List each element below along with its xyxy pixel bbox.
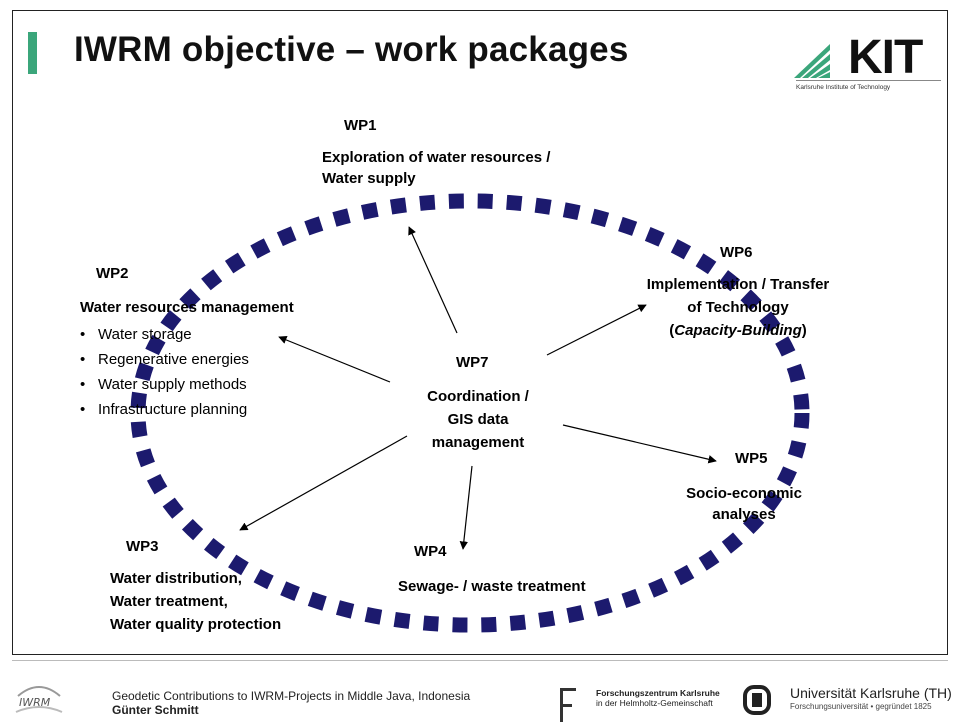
footer-divider [12,660,948,661]
wp6-capacity-building: (Capacity-Building) [669,322,807,339]
wp4-label: WP4 [414,543,447,560]
wp6-title-line1: Implementation / Transfer [646,276,830,293]
arrow-to-wp2 [278,335,391,383]
arrow-to-wp1 [408,226,458,334]
svg-text:IWRM: IWRM [19,696,51,709]
iwrm-logo-icon: IWRM [15,686,63,713]
wp6-capacity-text: Capacity-Building [674,322,802,339]
wp2-label: WP2 [96,265,129,282]
wp1-title-line1: Exploration of water resources / [322,149,551,166]
kit-logo-icon [794,44,830,78]
kit-logo-subtitle: Karlsruhe Institute of Technology [796,84,891,91]
wp7-title-line1: Coordination / [427,388,529,405]
arrow-to-wp4 [459,465,473,550]
wp2-bullet: Water supply methods [80,372,249,397]
title-accent-bar [28,32,37,74]
wp6-label: WP6 [720,244,753,261]
arrow-to-wp3 [239,435,408,531]
kit-logo-rule [796,80,941,81]
wp3-title-line2: Water treatment, [110,593,228,610]
wp2-bullet-list: Water storage Regenerative energies Wate… [80,322,249,422]
arrow-to-wp6 [546,304,647,356]
university-subtitle: Forschungsuniversität • gegründet 1825 [790,702,932,711]
wp7-title-line2: GIS data [447,411,509,428]
university-text: Universität Karlsruhe (TH) Forschungsuni… [790,684,952,712]
university-seal-icon [743,685,771,715]
footer-project-info: Geodetic Contributions to IWRM-Projects … [112,689,470,717]
dashed-ellipse [130,193,810,633]
wp2-bullet: Water storage [80,322,249,347]
arrow-to-wp5 [562,424,717,464]
wp7-title-line3: management [431,434,525,451]
wp2-bullet: Regenerative energies [80,347,249,372]
wp2-bullet: Infrastructure planning [80,397,249,422]
wp5-title-line1: Socio-economic [686,485,802,502]
footer-project-line: Geodetic Contributions to IWRM-Projects … [112,689,471,703]
slide-title: IWRM objective – work packages [74,30,629,69]
wp1-label: WP1 [344,117,377,134]
wp1-title-line2: Water supply [322,170,416,187]
wp2-heading: Water resources management [80,299,294,316]
wp4-title: Sewage- / waste treatment [398,578,586,595]
wp7-label: WP7 [456,354,489,371]
wp6-title-line2: of Technology [687,299,789,316]
wp5-title-line2: analyses [712,506,776,523]
wp3-title-line3: Water quality protection [110,616,282,633]
fzk-logo-icon [560,688,576,722]
fzk-text: Forschungszentrum Karlsruhe in der Helmh… [596,688,720,708]
wp5-label: WP5 [735,450,768,467]
footer-author: Günter Schmitt [112,703,199,717]
wp3-label: WP3 [126,538,159,555]
kit-logo-text: KIT [848,31,923,84]
university-name: Universität Karlsruhe (TH) [790,685,952,701]
wp3-title-line1: Water distribution, [110,570,242,587]
fzk-line1: Forschungszentrum Karlsruhe [596,688,720,698]
fzk-line2: in der Helmholtz-Gemeinschaft [596,698,713,708]
